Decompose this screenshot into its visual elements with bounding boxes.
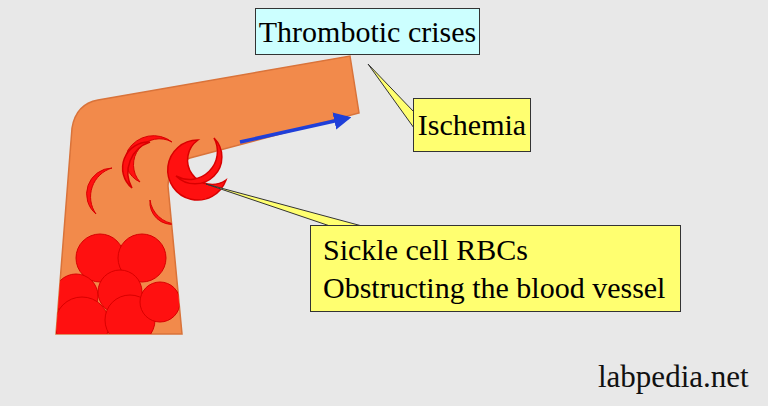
flow-arrow bbox=[240, 118, 348, 142]
callout-box: Ischemia bbox=[413, 98, 531, 152]
sickle-cells bbox=[123, 138, 226, 200]
callout-pointer bbox=[368, 64, 414, 128]
callout-pointer bbox=[206, 184, 362, 226]
watermark: labpedia.net bbox=[598, 359, 749, 395]
red-cells bbox=[54, 136, 180, 351]
callout-text: Ischemia bbox=[418, 107, 526, 143]
callout-box: Sickle cell RBCs Obstructing the blood v… bbox=[310, 225, 681, 312]
heading: Thrombotic crises bbox=[255, 8, 480, 55]
callout-text: Sickle cell RBCs Obstructing the blood v… bbox=[323, 231, 673, 307]
